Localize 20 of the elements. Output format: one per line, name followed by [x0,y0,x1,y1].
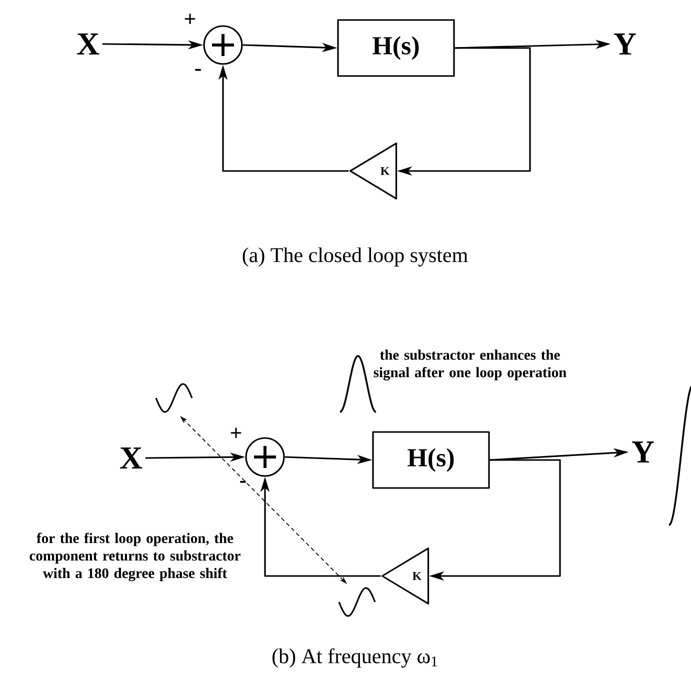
sign-label: - [240,480,246,483]
summing-junction [203,25,243,65]
gain-triangle: K [349,142,398,200]
caption: (b) At frequency ω$_{1}$ [272,648,438,668]
sign-label: + [184,14,196,24]
annotation: for the first loop operation, the component returns to substractor with a 180 degree phase shift [30,532,240,582]
transfer-block: H(s) [337,19,455,77]
signal-label: X [77,34,100,54]
sign-label: + [230,428,242,438]
wave-drawing [155,383,193,413]
signal-label: X [120,448,142,468]
wave-drawing [338,587,376,617]
gain-triangle: K [381,548,430,604]
caption: (a) The closed loop system [242,247,468,267]
signal-label: Y [614,34,636,54]
transfer-block: H(s) [372,431,490,489]
signal-label: Y [632,442,654,462]
summing-junction [245,437,285,477]
sign-label: - [195,68,201,71]
annotation: the substractor enhances the signal after one loop operation [374,350,566,380]
